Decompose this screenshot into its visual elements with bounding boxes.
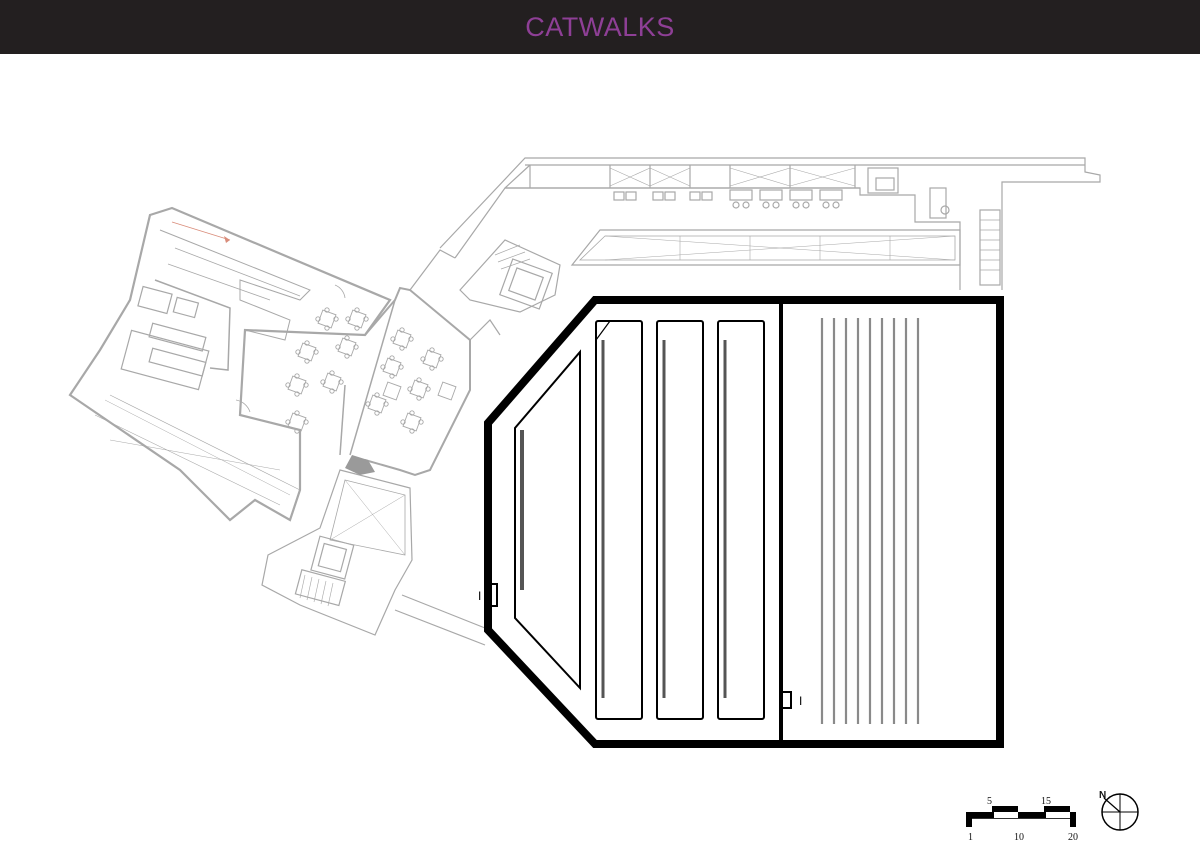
- scale-label-20: 20: [1068, 832, 1078, 843]
- catwalk-bay-2: [656, 320, 704, 720]
- catwalk-bay-1: [595, 320, 643, 720]
- stair-core-north: [459, 239, 561, 313]
- floor-plan: I I 5 15 1 10 20 N: [0, 54, 1200, 845]
- stage-battens: [820, 318, 920, 724]
- catwalk-angled-bay: [514, 349, 581, 691]
- scale-label-15: 15: [1041, 796, 1051, 807]
- scale-label-5: 5: [987, 796, 992, 807]
- stair-core-south: [261, 455, 491, 646]
- left-door-marker: I: [478, 589, 481, 603]
- cafe-walls: [339, 249, 501, 477]
- top-corridor: [439, 157, 1101, 290]
- context-building: [68, 157, 1101, 646]
- north-arrow-icon: N: [1099, 790, 1139, 831]
- cafe-tables: [285, 307, 457, 434]
- catwalk-bay-3: [717, 320, 765, 720]
- page-title: CATWALKS: [525, 11, 675, 42]
- right-door-marker: I: [799, 694, 802, 708]
- title-bar: CATWALKS: [0, 0, 1200, 54]
- catwalk-outline: [484, 296, 1004, 748]
- upper-gallery: [570, 229, 961, 266]
- scale-bar: 5 15 1 10 20: [966, 796, 1078, 843]
- scale-label-10: 10: [1014, 832, 1024, 843]
- left-wing: [68, 206, 392, 522]
- north-label: N: [1099, 790, 1106, 801]
- catwalk-outer-wall: [484, 296, 1004, 748]
- scale-label-1: 1: [968, 832, 973, 843]
